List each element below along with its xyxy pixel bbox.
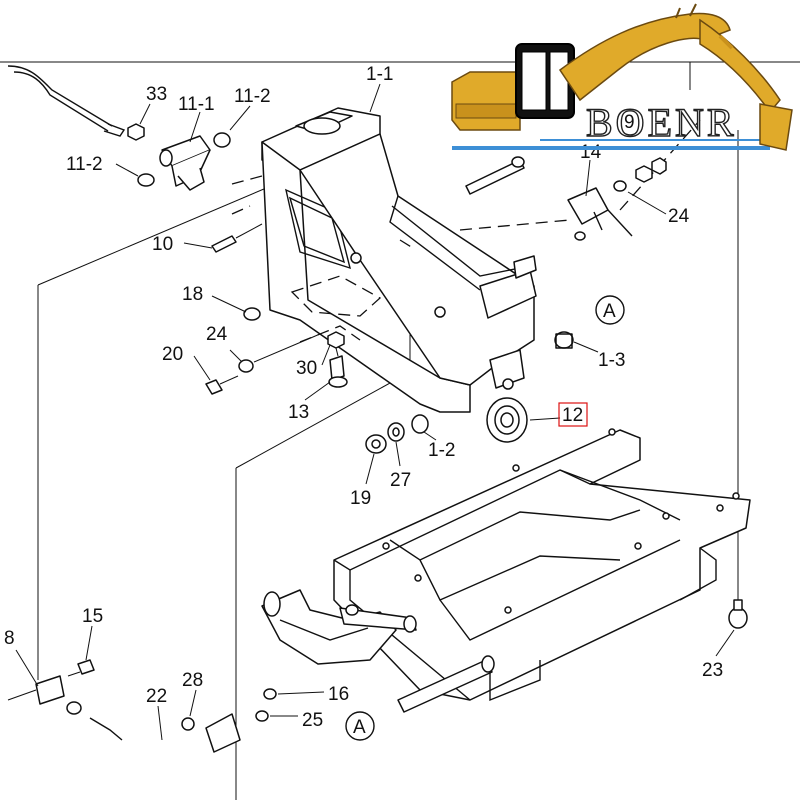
callout-15: 15 (82, 606, 103, 627)
rod-bracket (465, 156, 667, 241)
brand-name: BOENR (586, 100, 737, 145)
callout-16: 16 (328, 684, 349, 705)
callout-19: 19 (350, 488, 371, 509)
callout-24-left: 24 (206, 324, 228, 345)
callout-9: 9 (624, 112, 635, 133)
swing-frame (261, 107, 537, 413)
callout-22: 22 (146, 686, 167, 707)
bearing-parts (365, 331, 574, 454)
callout-12: 12 (562, 405, 583, 426)
callout-11-2-left: 11-2 (66, 154, 103, 175)
callout-18: 18 (182, 284, 203, 305)
callout-10: 10 (152, 234, 173, 255)
callout-11-1: 11-1 (178, 94, 215, 115)
callout-27: 27 (390, 470, 411, 491)
callout-A-circle-top (595, 295, 625, 325)
callout-A-bottom: A (353, 717, 366, 738)
left-hardware (205, 307, 348, 395)
callout-13: 13 (288, 402, 309, 423)
pin-assembly (127, 123, 263, 253)
excavator-logo-icon (451, 3, 793, 151)
callout-1-3: 1-3 (598, 350, 625, 371)
callout-8: 8 (4, 628, 15, 649)
callout-A-circle-bottom (345, 711, 375, 741)
callout-23: 23 (702, 660, 723, 681)
highlight-box (558, 402, 588, 427)
callout-24-right: 24 (668, 206, 690, 227)
base-plate (333, 428, 751, 713)
callout-1-2: 1-2 (428, 440, 455, 461)
bottom-hardware (7, 599, 748, 753)
leader-lines (15, 83, 735, 741)
callout-A-top: A (603, 301, 616, 322)
callout-25: 25 (302, 710, 323, 731)
callout-33: 33 (146, 84, 167, 105)
linkage (261, 589, 417, 665)
brand-watermark: BOENR (451, 3, 793, 151)
callout-1-1: 1-1 (366, 64, 393, 85)
callout-14: 14 (580, 142, 602, 163)
callout-30: 30 (296, 358, 317, 379)
cable-rod (7, 65, 126, 137)
callout-28: 28 (182, 670, 203, 691)
callout-20: 20 (162, 344, 183, 365)
callout-11-2-top: 11-2 (234, 86, 271, 107)
